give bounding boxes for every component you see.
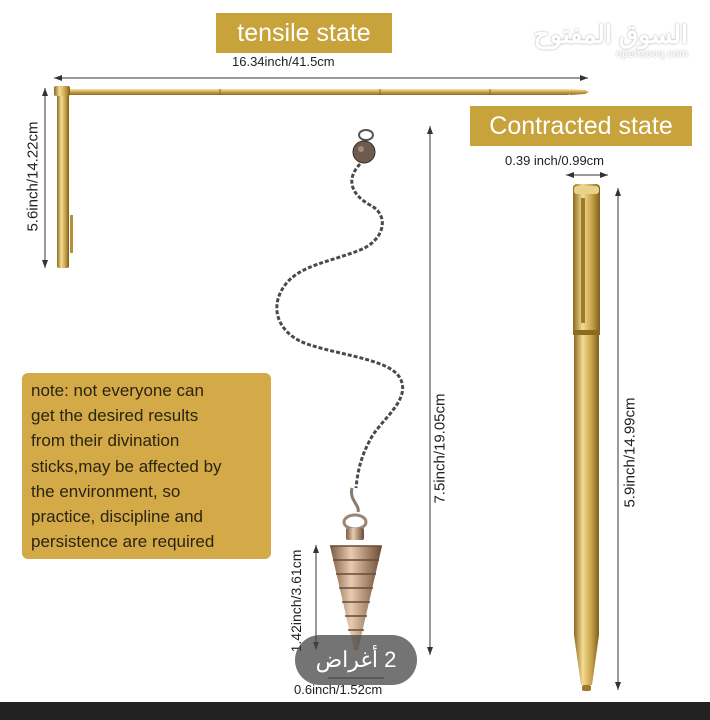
- dowsing-rod-extended: [54, 86, 589, 268]
- pen-width-label: 0.39 inch/0.99cm: [505, 153, 605, 168]
- tensile-state-text: tensile state: [237, 18, 371, 47]
- weight-height-label: 1.42inch/3.61cm: [288, 549, 304, 653]
- note-line: practice, discipline and: [31, 507, 203, 527]
- contracted-state-label: Contracted state: [470, 106, 692, 146]
- pen-length-label: 5.9inch/14.99cm: [621, 397, 639, 508]
- length-dimension-label: 16.34inch/41.5cm: [232, 54, 335, 69]
- pendulum-length-dimension-line: [427, 126, 433, 655]
- height-dimension-line: [42, 88, 48, 268]
- note-line: get the desired results: [31, 406, 199, 426]
- items-count-badge[interactable]: 2 أغراض: [295, 635, 417, 685]
- note-line: from their divination: [31, 431, 180, 451]
- pendulum-weight: [330, 545, 382, 650]
- height-dimension-label: 5.6inch/14.22cm: [24, 121, 42, 232]
- pen-length-dimension-line: [615, 188, 621, 690]
- pendulum-length-label: 7.5inch/19.05cm: [431, 393, 449, 504]
- pendulum: [275, 129, 404, 650]
- disclaimer-note: note: not everyone can get the desired r…: [22, 373, 271, 559]
- opensooq-watermark: السوق المفتوح opensooq.com: [534, 20, 688, 60]
- note-line: the environment, so: [31, 481, 181, 501]
- items-count-text: 2 أغراض: [315, 647, 397, 672]
- watermark-latin: opensooq.com: [615, 48, 688, 60]
- tensile-state-label: tensile state: [216, 13, 392, 53]
- dowsing-rod-contracted: [573, 184, 600, 691]
- note-line: persistence are required: [31, 532, 215, 552]
- note-line: sticks,may be affected by: [31, 456, 222, 476]
- contracted-state-text: Contracted state: [489, 111, 673, 140]
- weight-width-label: 0.6inch/1.52cm: [294, 682, 383, 697]
- length-dimension-line: [54, 75, 588, 81]
- bottom-bar: [0, 702, 710, 720]
- pen-width-dimension-line: [566, 172, 608, 178]
- watermark-arabic: السوق المفتوح: [533, 21, 688, 49]
- note-line: note: not everyone can: [31, 381, 204, 400]
